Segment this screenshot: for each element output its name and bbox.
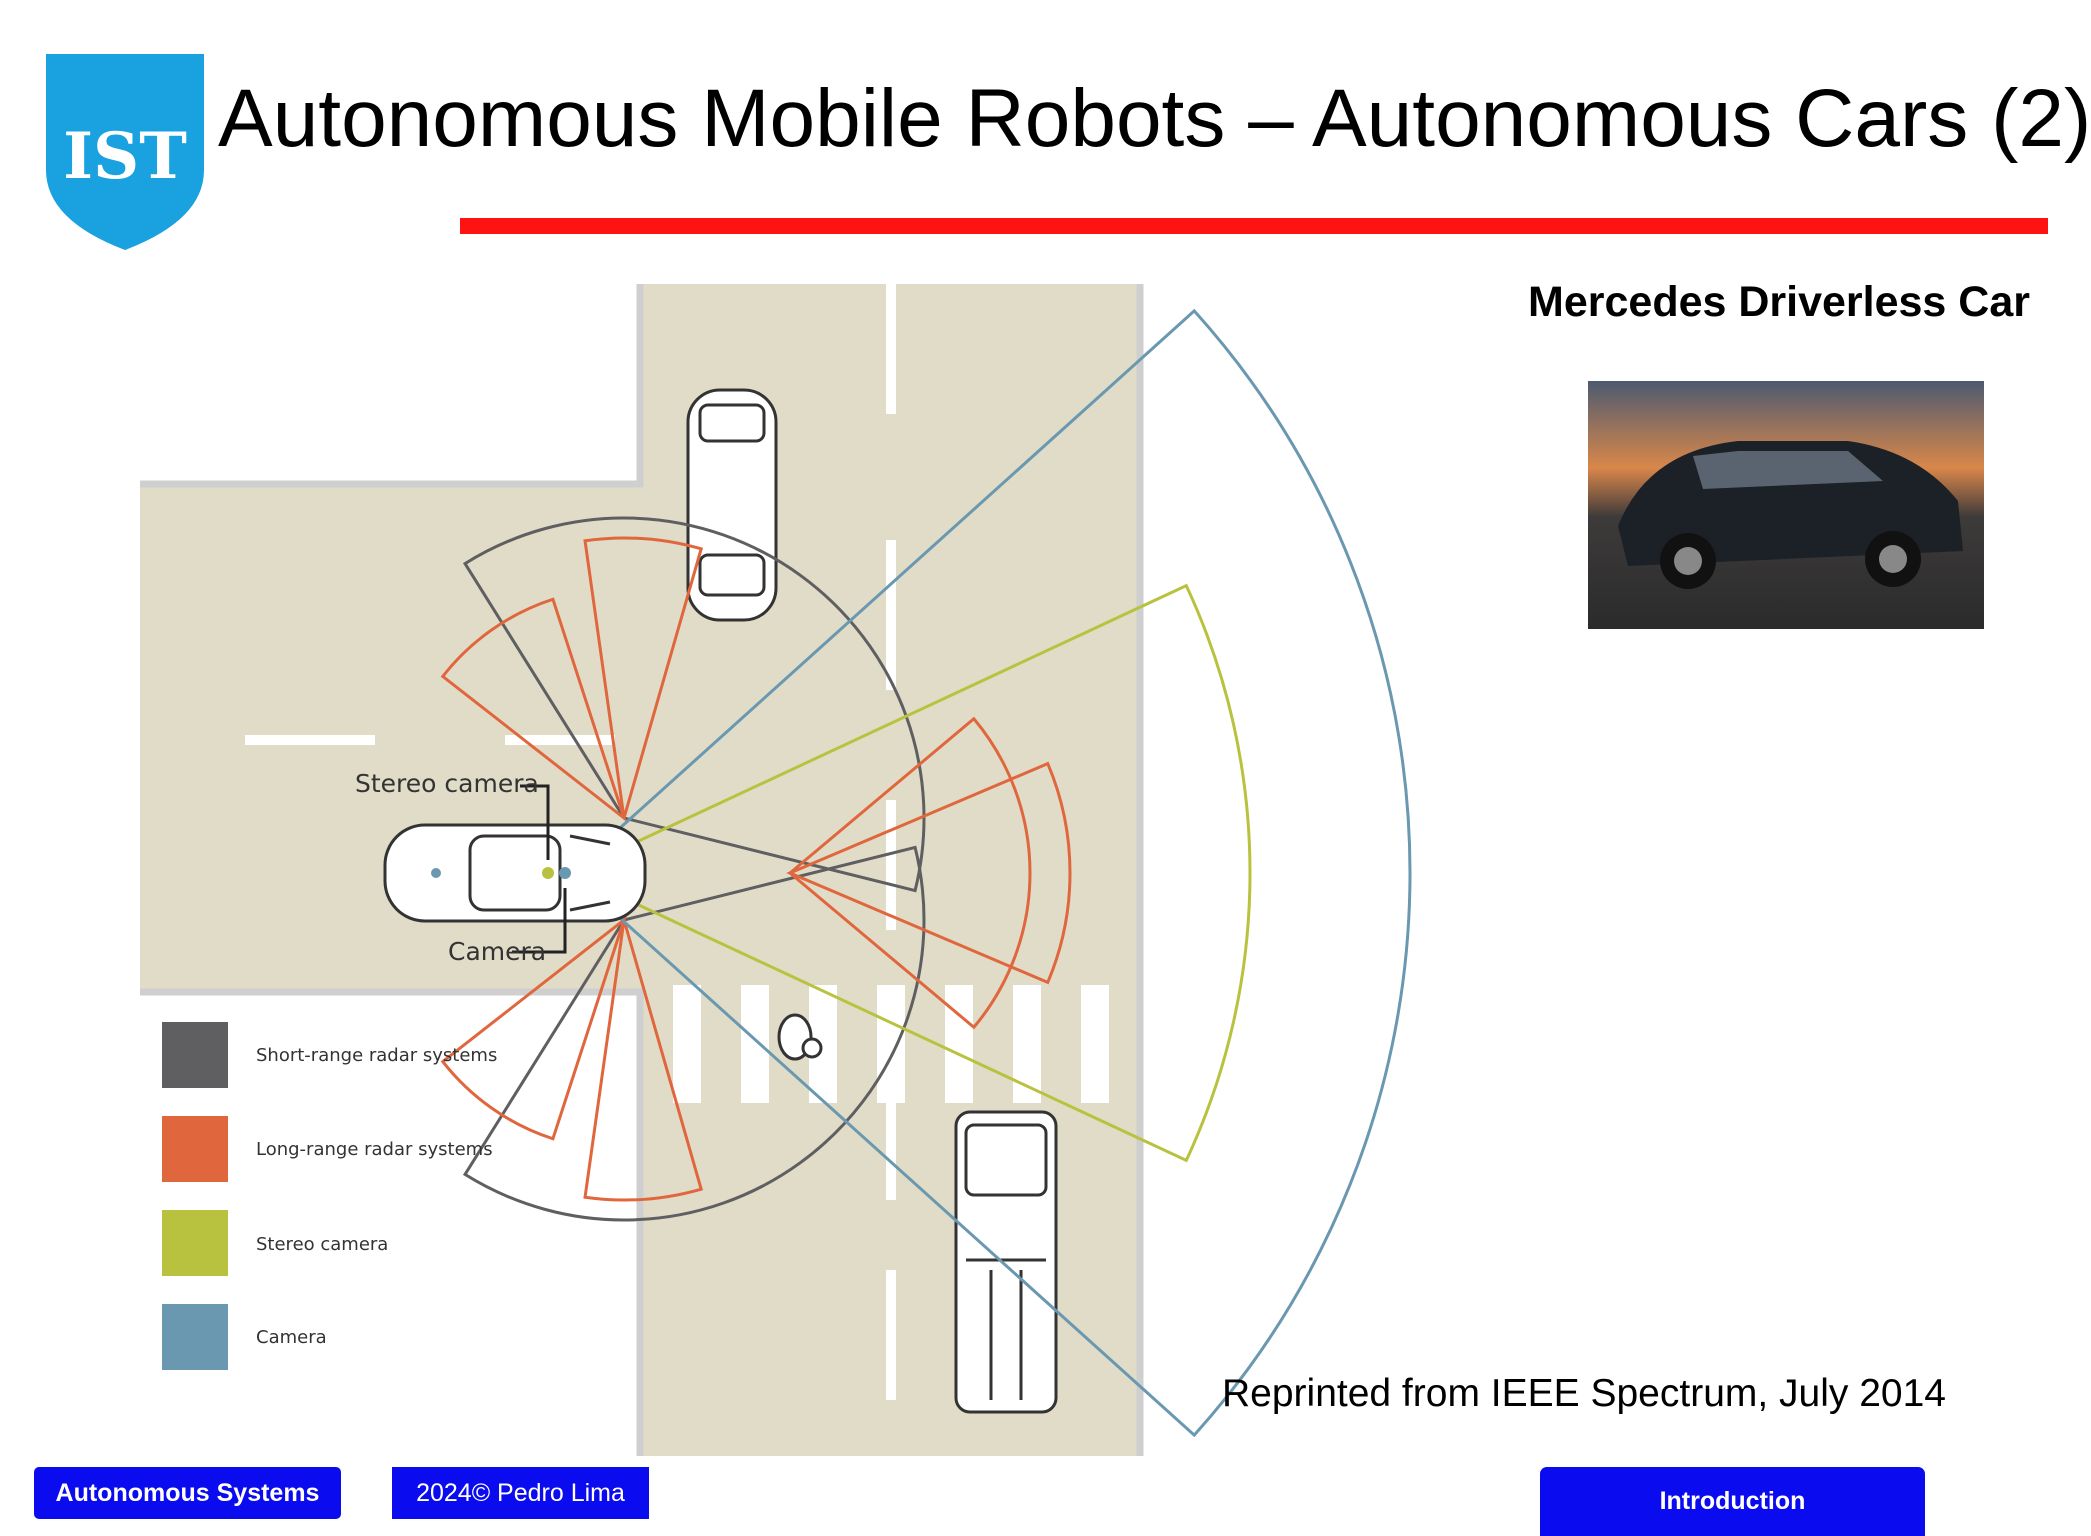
long-range-radar-forward-long-zone bbox=[786, 761, 1072, 985]
sensor-zones bbox=[440, 308, 1412, 1438]
ist-logo: IST bbox=[40, 50, 210, 255]
long-range-radar-front-wide-zone bbox=[440, 597, 627, 823]
mercedes-car-photo bbox=[1588, 381, 1984, 629]
legend-label-long-range-radar: Long-range radar systems bbox=[256, 1139, 493, 1160]
slide-title: Autonomous Mobile Robots – Autonomous Ca… bbox=[218, 73, 2091, 164]
legend-swatch-stereo-camera bbox=[162, 1210, 228, 1276]
pickup-truck bbox=[954, 1110, 1058, 1414]
sensor-callouts bbox=[512, 784, 567, 954]
camera-callout: Camera bbox=[448, 937, 546, 966]
legend-label-stereo-camera: Stereo camera bbox=[256, 1234, 388, 1255]
footer-section-label: Introduction bbox=[1540, 1467, 1925, 1536]
legend-swatch-camera bbox=[162, 1304, 228, 1370]
footer-copyright: 2024© Pedro Lima bbox=[392, 1467, 649, 1519]
short-range-radar-front-zone bbox=[462, 516, 926, 893]
car-title: Mercedes Driverless Car bbox=[1528, 278, 2030, 326]
footer-course-label: Autonomous Systems bbox=[34, 1467, 341, 1519]
ego-car bbox=[383, 823, 647, 923]
legend: Short-range radar systems Long-range rad… bbox=[162, 1022, 497, 1370]
title-underline bbox=[460, 218, 2048, 234]
other-car-top bbox=[686, 388, 778, 622]
sensor-coverage-diagram: Stereo camera Camera Short-range radar s… bbox=[140, 270, 1412, 1470]
pedestrian bbox=[777, 1013, 823, 1061]
long-range-radar-rear-wide-zone bbox=[440, 915, 627, 1141]
short-range-radar-rear-zone bbox=[462, 845, 926, 1222]
legend-swatch-short-range-radar bbox=[162, 1022, 228, 1088]
long-range-radar-front-left-zone bbox=[583, 536, 704, 819]
source-caption: Reprinted from IEEE Spectrum, July 2014 bbox=[1222, 1372, 1946, 1415]
long-range-radar-rear-left-zone bbox=[583, 919, 704, 1202]
road-layout bbox=[140, 284, 1144, 1456]
logo-text: IST bbox=[63, 119, 187, 194]
crosswalk bbox=[673, 985, 1109, 1103]
long-range-radar-forward-mid-zone bbox=[787, 716, 1032, 1030]
legend-swatch-long-range-radar bbox=[162, 1116, 228, 1182]
legend-label-camera: Camera bbox=[256, 1327, 327, 1348]
camera-zone bbox=[567, 308, 1412, 1438]
stereo-camera-callout: Stereo camera bbox=[355, 769, 539, 798]
legend-label-short-range-radar: Short-range radar systems bbox=[256, 1045, 497, 1066]
stereo-camera-zone bbox=[566, 583, 1252, 1163]
